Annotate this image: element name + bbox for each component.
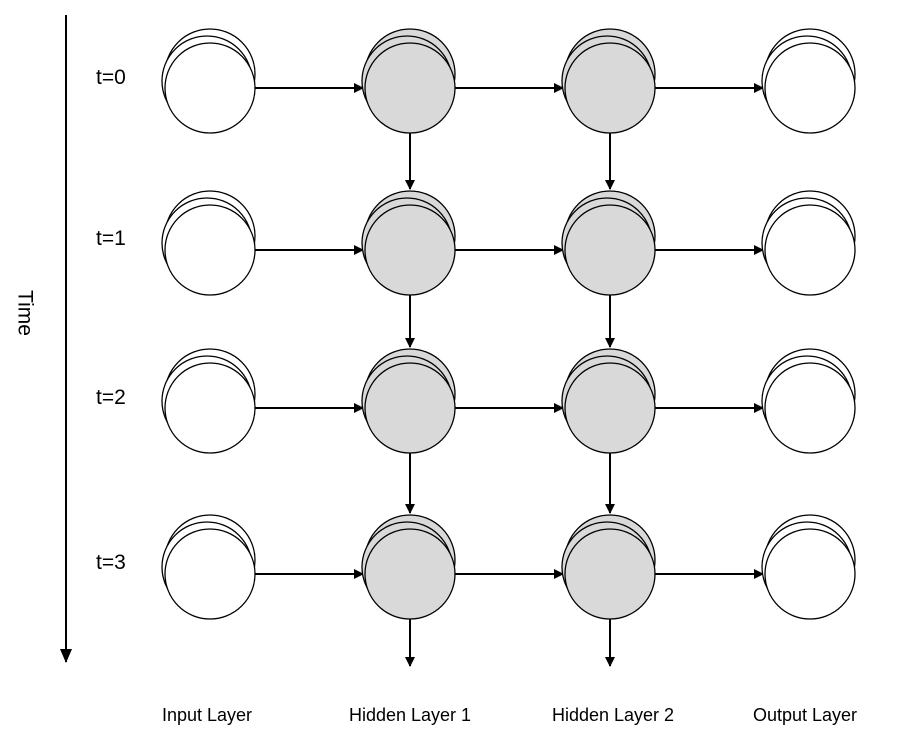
node-circle: [364, 362, 456, 454]
hidden-node: [561, 348, 656, 454]
layer-label: Hidden Layer 1: [349, 705, 471, 725]
node-circle: [164, 204, 256, 296]
node-circle: [364, 204, 456, 296]
node-circle: [564, 528, 656, 620]
hidden-node: [361, 28, 456, 134]
time-axis-label: Time: [13, 290, 36, 336]
time-step-label: t=3: [96, 551, 126, 574]
node-circle: [164, 362, 256, 454]
node-circle: [564, 42, 656, 134]
layer-label: Hidden Layer 2: [552, 705, 674, 725]
hidden-node: [361, 348, 456, 454]
node-circle: [764, 42, 856, 134]
node-circle: [564, 204, 656, 296]
hidden-node: [361, 190, 456, 296]
input-node: [161, 28, 256, 134]
layer-label: Input Layer: [162, 705, 252, 725]
node-circle: [364, 528, 456, 620]
node-circle: [564, 362, 656, 454]
node-circle: [164, 528, 256, 620]
node-circle: [164, 42, 256, 134]
time-step-label: t=0: [96, 66, 126, 89]
output-node: [761, 514, 856, 620]
output-node: [761, 28, 856, 134]
hidden-node: [361, 514, 456, 620]
input-node: [161, 514, 256, 620]
node-group: [161, 28, 856, 620]
time-step-label: t=1: [96, 227, 126, 250]
edge-group: [255, 83, 764, 667]
node-circle: [764, 204, 856, 296]
hidden-node: [561, 514, 656, 620]
hidden-node: [561, 28, 656, 134]
node-circle: [364, 42, 456, 134]
output-node: [761, 348, 856, 454]
node-circle: [764, 528, 856, 620]
time-step-label: t=2: [96, 386, 126, 409]
input-node: [161, 190, 256, 296]
hidden-node: [561, 190, 656, 296]
output-node: [761, 190, 856, 296]
input-node: [161, 348, 256, 454]
layer-label: Output Layer: [753, 705, 857, 725]
node-circle: [764, 362, 856, 454]
